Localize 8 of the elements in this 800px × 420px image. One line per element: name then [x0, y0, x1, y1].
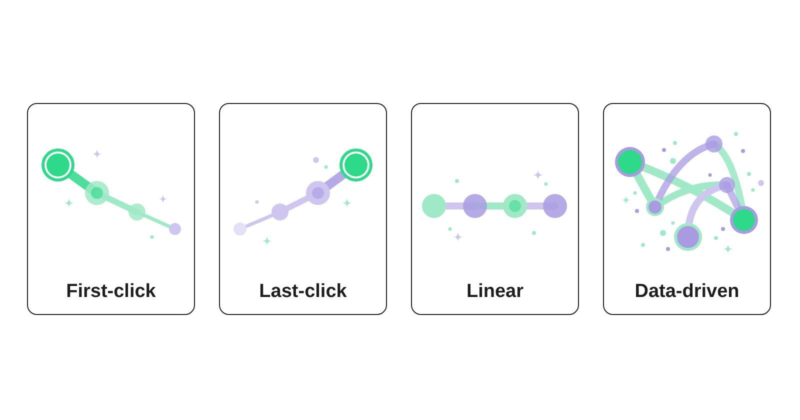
card — [603, 103, 771, 315]
card — [219, 103, 387, 315]
card — [27, 103, 195, 315]
card-title: First-click — [66, 280, 156, 304]
card-title: Linear — [466, 280, 524, 304]
card-title: Data-driven — [634, 280, 740, 304]
card-title: Last-click — [259, 280, 347, 304]
card — [411, 103, 579, 315]
